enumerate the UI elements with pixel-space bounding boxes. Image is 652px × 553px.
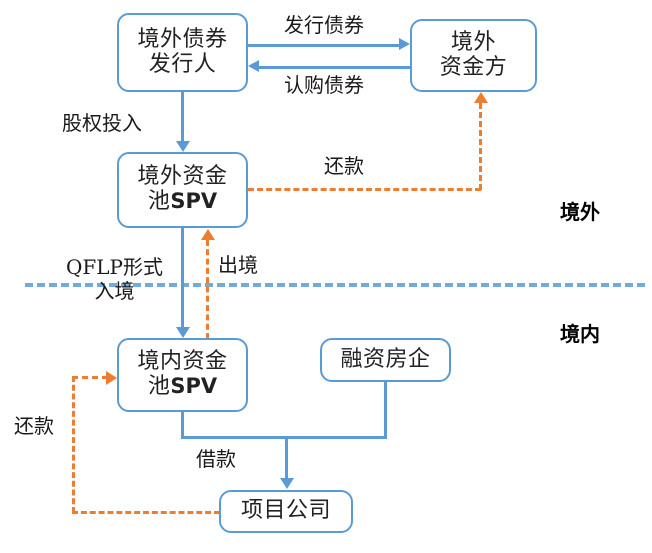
node-project-company[interactable]: 项目公司 bbox=[219, 490, 353, 533]
edge-qflp-inbound-line bbox=[181, 228, 184, 328]
node-label-line2: 发行人 bbox=[148, 51, 217, 77]
node-label-line2-cn: 池 bbox=[147, 189, 171, 214]
node-label-spv: SPV bbox=[170, 189, 218, 213]
label-qflp-inbound: QFLP形式 入境 bbox=[66, 255, 164, 303]
edge-repayment-offshore-horizontal bbox=[248, 188, 481, 191]
region-label-onshore: 境内 bbox=[560, 322, 600, 346]
edge-equity-injection-line bbox=[181, 92, 184, 142]
node-label-line1: 项目公司 bbox=[240, 498, 331, 524]
node-label-spv: SPV bbox=[170, 374, 218, 398]
edge-repayment-onshore-top bbox=[72, 376, 108, 379]
edge-subscribe-bond-arrowhead bbox=[248, 60, 259, 72]
edge-outbound-line bbox=[206, 240, 209, 339]
offshore-onshore-divider bbox=[25, 283, 645, 287]
edge-repayment-offshore-vertical bbox=[479, 103, 482, 190]
edge-repayment-offshore-arrowhead bbox=[473, 92, 488, 103]
label-repayment-onshore: 还款 bbox=[14, 414, 54, 438]
edge-repayment-onshore-vertical bbox=[72, 376, 75, 513]
node-offshore-fund-pool-spv[interactable]: 境外资金 池SPV bbox=[117, 152, 248, 228]
node-onshore-fund-pool-spv[interactable]: 境内资金 池SPV bbox=[117, 338, 248, 412]
label-equity-injection: 股权投入 bbox=[62, 111, 142, 135]
node-label-line2-cn: 池 bbox=[147, 374, 171, 399]
edge-loan-bus bbox=[181, 436, 387, 439]
node-label-line1: 境内资金 bbox=[137, 349, 228, 375]
node-label-line2: 池SPV bbox=[147, 374, 218, 400]
edge-developer-to-bus bbox=[384, 382, 387, 439]
edge-onshore-spv-to-bus bbox=[181, 412, 184, 439]
edge-repayment-onshore-bottom bbox=[72, 511, 220, 514]
edge-equity-injection-arrowhead bbox=[175, 141, 190, 152]
edge-issue-bond-arrowhead bbox=[399, 38, 410, 50]
node-label-line1: 境外 bbox=[450, 29, 496, 55]
label-qflp-line1: QFLP形式 bbox=[66, 255, 164, 279]
node-label-line1: 融资房企 bbox=[340, 346, 431, 372]
edge-qflp-inbound-arrowhead bbox=[175, 327, 190, 338]
node-label-line2: 资金方 bbox=[439, 54, 508, 80]
label-outbound: 出境 bbox=[218, 253, 258, 277]
edge-subscribe-bond-line bbox=[258, 66, 410, 69]
edge-issue-bond-line bbox=[248, 44, 400, 47]
node-label-line1: 境外资金 bbox=[137, 164, 228, 190]
label-subscribe-bond: 认购债券 bbox=[284, 73, 364, 97]
node-label-line2: 池SPV bbox=[147, 189, 218, 215]
node-offshore-bond-issuer[interactable]: 境外债券 发行人 bbox=[117, 13, 248, 92]
label-issue-bond: 发行债券 bbox=[284, 13, 364, 37]
label-loan: 借款 bbox=[196, 447, 236, 471]
edge-outbound-arrowhead bbox=[200, 229, 215, 240]
label-repayment-offshore: 还款 bbox=[324, 154, 364, 178]
node-offshore-funder[interactable]: 境外 资金方 bbox=[410, 19, 537, 92]
region-label-offshore: 境外 bbox=[560, 200, 600, 224]
edge-repayment-onshore-arrowhead bbox=[106, 370, 117, 385]
edge-loan-arrowhead bbox=[279, 478, 294, 489]
node-financing-developer[interactable]: 融资房企 bbox=[320, 338, 451, 382]
node-label-line1: 境外债券 bbox=[137, 26, 228, 52]
edge-loan-to-project-company bbox=[285, 436, 288, 479]
label-qflp-line2: 入境 bbox=[94, 278, 135, 303]
